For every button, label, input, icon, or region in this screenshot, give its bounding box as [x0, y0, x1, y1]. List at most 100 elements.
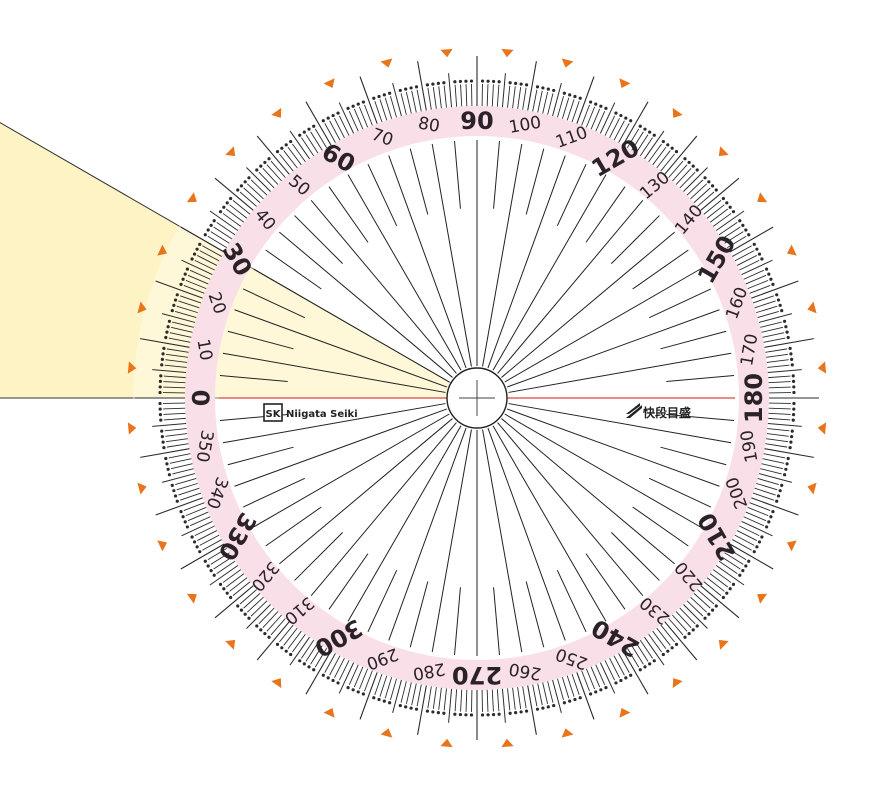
- tick-dot: [167, 473, 172, 477]
- tick-dot: [738, 573, 742, 577]
- degree-tick: [522, 87, 527, 110]
- radial-spoke: [222, 352, 446, 393]
- tick-dot: [190, 535, 194, 539]
- radial-spoke: [506, 408, 720, 487]
- degree-tick: [152, 369, 187, 374]
- degree-tick: [557, 678, 564, 700]
- tick-dot: [453, 712, 457, 716]
- degree-tick: [590, 666, 601, 688]
- tick-dot: [497, 712, 501, 716]
- radial-spoke: [525, 148, 545, 215]
- tick-dot: [486, 713, 490, 717]
- tick-dot: [780, 483, 784, 487]
- tick-dot: [491, 79, 496, 84]
- tick-dot: [638, 124, 642, 128]
- radial-spoke: [506, 309, 720, 388]
- degree-tick: [675, 611, 692, 628]
- tick-dot: [744, 564, 748, 568]
- tick-dot: [707, 612, 711, 616]
- degree-tick: [175, 478, 197, 485]
- orange-marker: [718, 146, 729, 157]
- degree-tick: [734, 534, 755, 546]
- degree-tick: [527, 685, 537, 735]
- orange-marker: [757, 192, 768, 203]
- degree-tick: [537, 90, 543, 113]
- orange-marker: [186, 593, 197, 604]
- tick-dot: [206, 564, 210, 568]
- orange-marker: [137, 482, 147, 495]
- degree-tick: [581, 104, 590, 126]
- degree-tick: [745, 274, 767, 285]
- degree-tick: [283, 627, 298, 646]
- degree-tick: [379, 99, 388, 121]
- degree-tick: [767, 422, 802, 427]
- degree-tick: [209, 565, 239, 586]
- tick-dot: [747, 233, 751, 237]
- tick-dot: [578, 96, 582, 100]
- degree-tick: [760, 321, 782, 328]
- radial-spoke: [367, 569, 398, 633]
- degree-tick: [686, 600, 704, 617]
- radial-spoke: [666, 375, 735, 382]
- degree-tick: [427, 87, 432, 110]
- orange-marker: [561, 58, 574, 68]
- degree-tick: [165, 353, 188, 358]
- tick-dot: [158, 379, 163, 384]
- degree-tick: [411, 90, 417, 113]
- tick-dot: [209, 223, 213, 227]
- degree-tick: [679, 607, 696, 625]
- radial-spoke: [493, 587, 500, 656]
- tick-dot: [789, 352, 793, 356]
- tick-dot: [648, 130, 652, 134]
- tick-dot: [464, 79, 468, 83]
- tick-dot: [158, 407, 162, 411]
- degree-tick: [486, 689, 489, 712]
- tick-dot: [192, 252, 197, 256]
- tick-dot: [351, 104, 355, 108]
- radial-spoke: [492, 425, 607, 622]
- degree-tick: [155, 280, 203, 299]
- tick-dot: [790, 435, 794, 439]
- degree-tick: [183, 285, 205, 294]
- degree-tick: [181, 520, 213, 537]
- degree-tick: [176, 305, 198, 314]
- radial-spoke: [610, 215, 660, 265]
- tick-dot: [458, 712, 463, 717]
- tick-dot: [164, 335, 168, 340]
- degree-tick: [292, 633, 306, 653]
- tick-dot: [307, 665, 311, 669]
- tick-dot: [714, 188, 718, 192]
- degree-tick: [405, 682, 412, 705]
- tick-dot: [442, 711, 446, 715]
- degree-tick: [660, 153, 675, 172]
- degree-tick: [216, 222, 236, 236]
- tick-dot: [614, 681, 618, 685]
- degree-tick: [703, 581, 722, 596]
- degree-tick: [764, 448, 814, 458]
- tick-dot: [786, 456, 790, 461]
- degree-tick: [576, 672, 595, 720]
- degree-tick: [262, 168, 279, 185]
- radial-spoke: [409, 581, 429, 648]
- tick-dot: [755, 247, 759, 251]
- degree-tick: [609, 118, 620, 139]
- tick-dot: [225, 201, 229, 205]
- tick-dot: [192, 540, 197, 544]
- tick-dot: [331, 113, 335, 118]
- degree-tick: [652, 146, 667, 166]
- tick-dot: [160, 357, 164, 361]
- degree-tick: [618, 653, 630, 673]
- tick-dot: [195, 247, 199, 251]
- degree-tick: [644, 130, 665, 160]
- tick-dot: [173, 298, 178, 302]
- tick-dot: [741, 569, 745, 573]
- tick-dot: [170, 483, 174, 487]
- tick-dot: [229, 595, 233, 600]
- degree-tick: [197, 255, 218, 266]
- radial-spoke: [328, 553, 369, 610]
- degree-tick: [703, 200, 722, 215]
- degree-tick: [762, 332, 785, 338]
- degree-tick: [197, 530, 218, 541]
- tick-dot: [453, 80, 457, 84]
- degree-tick: [599, 662, 616, 694]
